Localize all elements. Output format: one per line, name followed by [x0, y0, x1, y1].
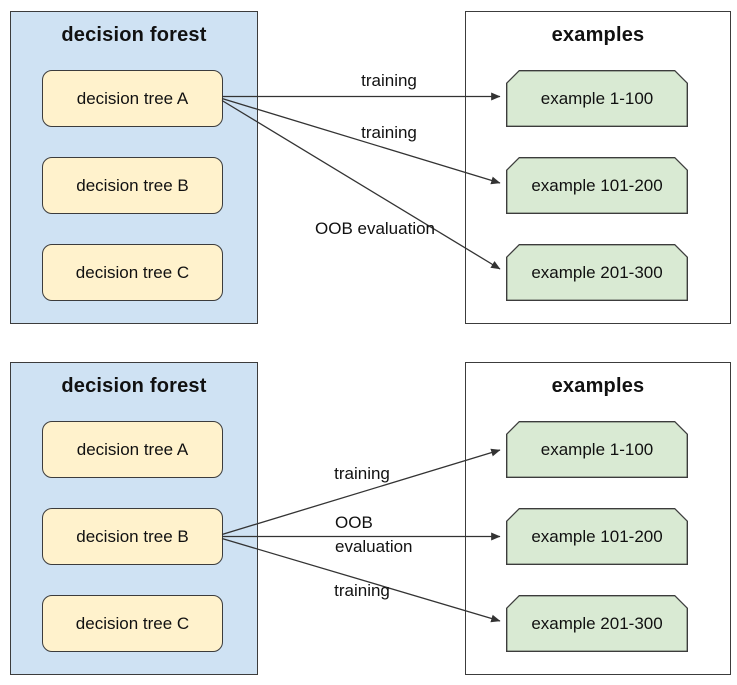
- decision-forest-title: decision forest: [61, 24, 207, 46]
- example-101-200-label: example 101-200: [531, 175, 663, 195]
- decision-tree-b-label: decision tree B: [76, 526, 189, 546]
- examples-title: examples: [551, 24, 645, 46]
- decision-tree-a-label: decision tree A: [76, 439, 189, 459]
- decision-tree-b-top: decision tree B: [42, 157, 223, 214]
- example-card-101-200-top: example 101-200: [506, 157, 688, 214]
- decision-tree-a-label: decision tree A: [76, 88, 189, 108]
- example-201-300-label: example 201-300: [531, 613, 663, 633]
- decision-tree-b-label: decision tree B: [76, 175, 189, 195]
- example-201-300-label: example 201-300: [531, 262, 663, 282]
- decision-forest-title: decision forest: [61, 375, 207, 397]
- arrow-label-oob-evaluation-top: OOB evaluation: [314, 219, 436, 238]
- decision-tree-c-label: decision tree C: [75, 262, 190, 282]
- example-card-201-300-bottom: example 201-300: [506, 595, 688, 652]
- example-card-1-100-top: example 1-100: [506, 70, 688, 127]
- arrow-label-training-top-2: training: [361, 123, 417, 142]
- example-card-201-300-top: example 201-300: [506, 244, 688, 301]
- example-1-100-label: example 1-100: [540, 88, 654, 108]
- decision-tree-c-bottom: decision tree C: [42, 595, 223, 652]
- example-101-200-label: example 101-200: [531, 526, 663, 546]
- decision-tree-c-top: decision tree C: [42, 244, 223, 301]
- arrow-label-training-top-1: training: [361, 71, 417, 90]
- examples-title: examples: [551, 375, 645, 397]
- example-card-101-200-bottom: example 101-200: [506, 508, 688, 565]
- decision-tree-a-top: decision tree A: [42, 70, 223, 127]
- examples-panel-top: examples example 1-100 example 101-200 e…: [465, 11, 731, 324]
- example-card-1-100-bottom: example 1-100: [506, 421, 688, 478]
- examples-panel-bottom: examples example 1-100 example 101-200 e…: [465, 362, 731, 675]
- arrow-label-training-bottom-1: training: [334, 464, 390, 483]
- arrow-label-oob-evaluation-bottom: OOB evaluation: [335, 513, 413, 556]
- arrow-label-training-bottom-2: training: [334, 581, 390, 600]
- decision-tree-a-bottom: decision tree A: [42, 421, 223, 478]
- example-1-100-label: example 1-100: [540, 439, 654, 459]
- decision-forest-panel-bottom: decision forest decision tree A decision…: [10, 362, 258, 675]
- decision-tree-b-bottom: decision tree B: [42, 508, 223, 565]
- decision-forest-panel-top: decision forest decision tree A decision…: [10, 11, 258, 324]
- decision-tree-c-label: decision tree C: [75, 613, 190, 633]
